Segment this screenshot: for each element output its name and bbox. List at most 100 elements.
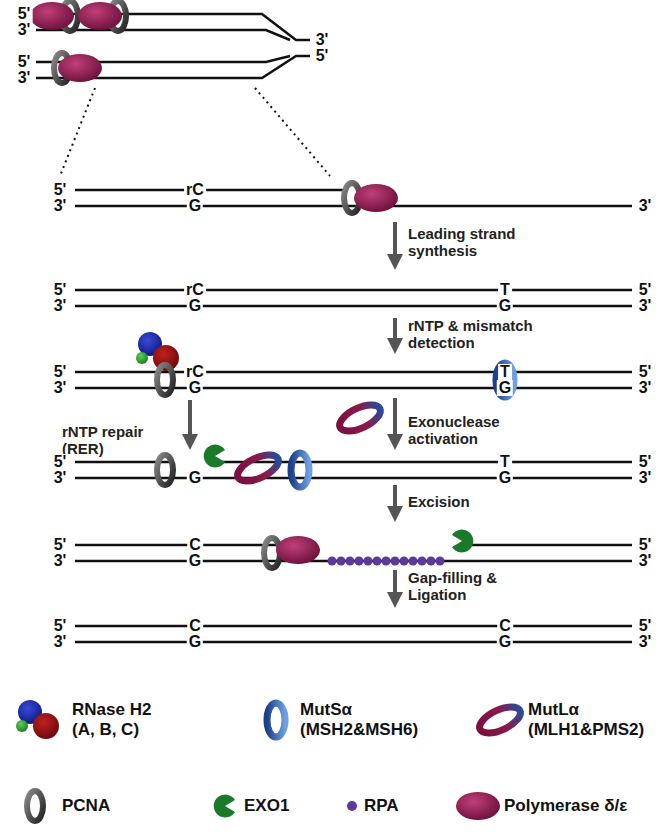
strand-end-label: 3' [52, 298, 69, 314]
strand-end-label: 3' [52, 198, 69, 214]
rpa-dot [382, 557, 391, 566]
strand-end-label: 3' [637, 470, 654, 486]
base-label: G [187, 553, 203, 569]
base-label: G [187, 634, 203, 650]
legend-text: EXO1 [244, 796, 324, 816]
legend-text: PCNA [62, 796, 162, 816]
rpa-dot [337, 557, 346, 566]
legend-text: MutLα (MLH1&PMS2) [528, 700, 653, 741]
drawing-g [328, 557, 445, 566]
base-label: C [187, 537, 203, 553]
strand-end-label: 5' [52, 537, 69, 553]
drawing-circle [347, 801, 357, 811]
drawing-use [27, 791, 43, 821]
drawing-use [30, 2, 74, 30]
base-label: G [187, 470, 203, 486]
base-label: G [187, 380, 203, 396]
strand-end-label: 3' [314, 32, 331, 48]
drawing-path [255, 88, 330, 176]
drawing-path [188, 400, 192, 442]
drawing-use [276, 536, 320, 564]
drawing-path [60, 88, 95, 176]
rpa-dot [409, 557, 418, 566]
strand-end-label: 5' [637, 537, 654, 553]
drawing-use [58, 54, 102, 82]
strand-end-label: 3' [637, 553, 654, 569]
drawing-path [75, 189, 345, 192]
step-label: Leading strand synthesis [408, 225, 533, 260]
strand-end-label: 5' [52, 454, 69, 470]
rpa-dot [427, 557, 436, 566]
strand-end-label: 3' [16, 70, 33, 86]
rpa-dot [400, 557, 409, 566]
strand-end-label: 5' [16, 54, 33, 70]
legend-text: Polymerase δ/ε [504, 796, 654, 816]
rpa-dot [364, 557, 373, 566]
strand-end-label: 5' [52, 282, 69, 298]
base-label: G [497, 380, 513, 396]
drawing-path [470, 544, 632, 547]
drawing-use [234, 450, 282, 487]
drawing-use [336, 400, 384, 437]
drawing-use [354, 184, 398, 212]
drawing-path [75, 205, 632, 208]
base-label: C [497, 618, 513, 634]
drawing-use [291, 453, 309, 487]
drawing-g [75, 190, 632, 642]
strand-end-label: 5' [637, 618, 654, 634]
base-label: rC [184, 182, 206, 198]
step-label: Exonuclease activation [408, 413, 533, 448]
drawing-use [476, 702, 524, 739]
rpa-dot [355, 557, 364, 566]
rpa-dot [391, 557, 400, 566]
rpa-dot [418, 557, 427, 566]
legend-text: RPA [364, 796, 444, 816]
strand-end-label: 3' [52, 380, 69, 396]
strand-end-label: 5' [52, 364, 69, 380]
strand-end-label: 5' [52, 618, 69, 634]
step-label: Gap-filling & Ligation [408, 569, 528, 604]
drawing-path [393, 570, 397, 600]
base-label: G [497, 634, 513, 650]
drawing-path [393, 485, 397, 514]
strand-end-label: 3' [637, 634, 654, 650]
base-label: T [498, 364, 512, 380]
base-label: G [187, 198, 203, 214]
drawing-use [16, 700, 59, 739]
drawing-use [204, 445, 225, 468]
strand-end-label: 3' [52, 553, 69, 569]
strand-end-label: 5' [314, 48, 331, 64]
legend-text: MutSα (MSH2&MSH6) [300, 700, 430, 741]
rpa-dot [436, 557, 445, 566]
drawing-path [75, 625, 632, 628]
base-label: G [187, 298, 203, 314]
drawing-use [496, 363, 514, 397]
drawing-use [267, 703, 285, 737]
drawing-path [75, 641, 632, 644]
drawing-g [190, 222, 395, 600]
strand-end-label: 3' [637, 380, 654, 396]
base-label: rC [184, 282, 206, 298]
drawing-use [157, 365, 173, 395]
drawing-path [393, 222, 397, 262]
base-label: G [497, 298, 513, 314]
strand-end-label: 3' [16, 22, 33, 38]
rpa-dot [346, 557, 355, 566]
base-label: T [498, 282, 512, 298]
step-label: rNTP & mismatch detection [408, 317, 548, 352]
strand-end-label: 5' [637, 364, 654, 380]
drawing-path [393, 398, 397, 442]
step-label: Excision [408, 493, 528, 510]
drawing-g [60, 88, 330, 176]
strand-end-label: 3' [52, 470, 69, 486]
strand-end-label: 3' [637, 298, 654, 314]
base-label: T [498, 454, 512, 470]
strand-end-label: 5' [16, 6, 33, 22]
step-label: rNTP repair (RER) [62, 423, 172, 458]
base-label: rC [184, 364, 206, 380]
drawing-path [393, 318, 397, 346]
strand-end-label: 3' [637, 198, 654, 214]
drawing-use [157, 455, 173, 485]
strand-end-label: 5' [52, 182, 69, 198]
